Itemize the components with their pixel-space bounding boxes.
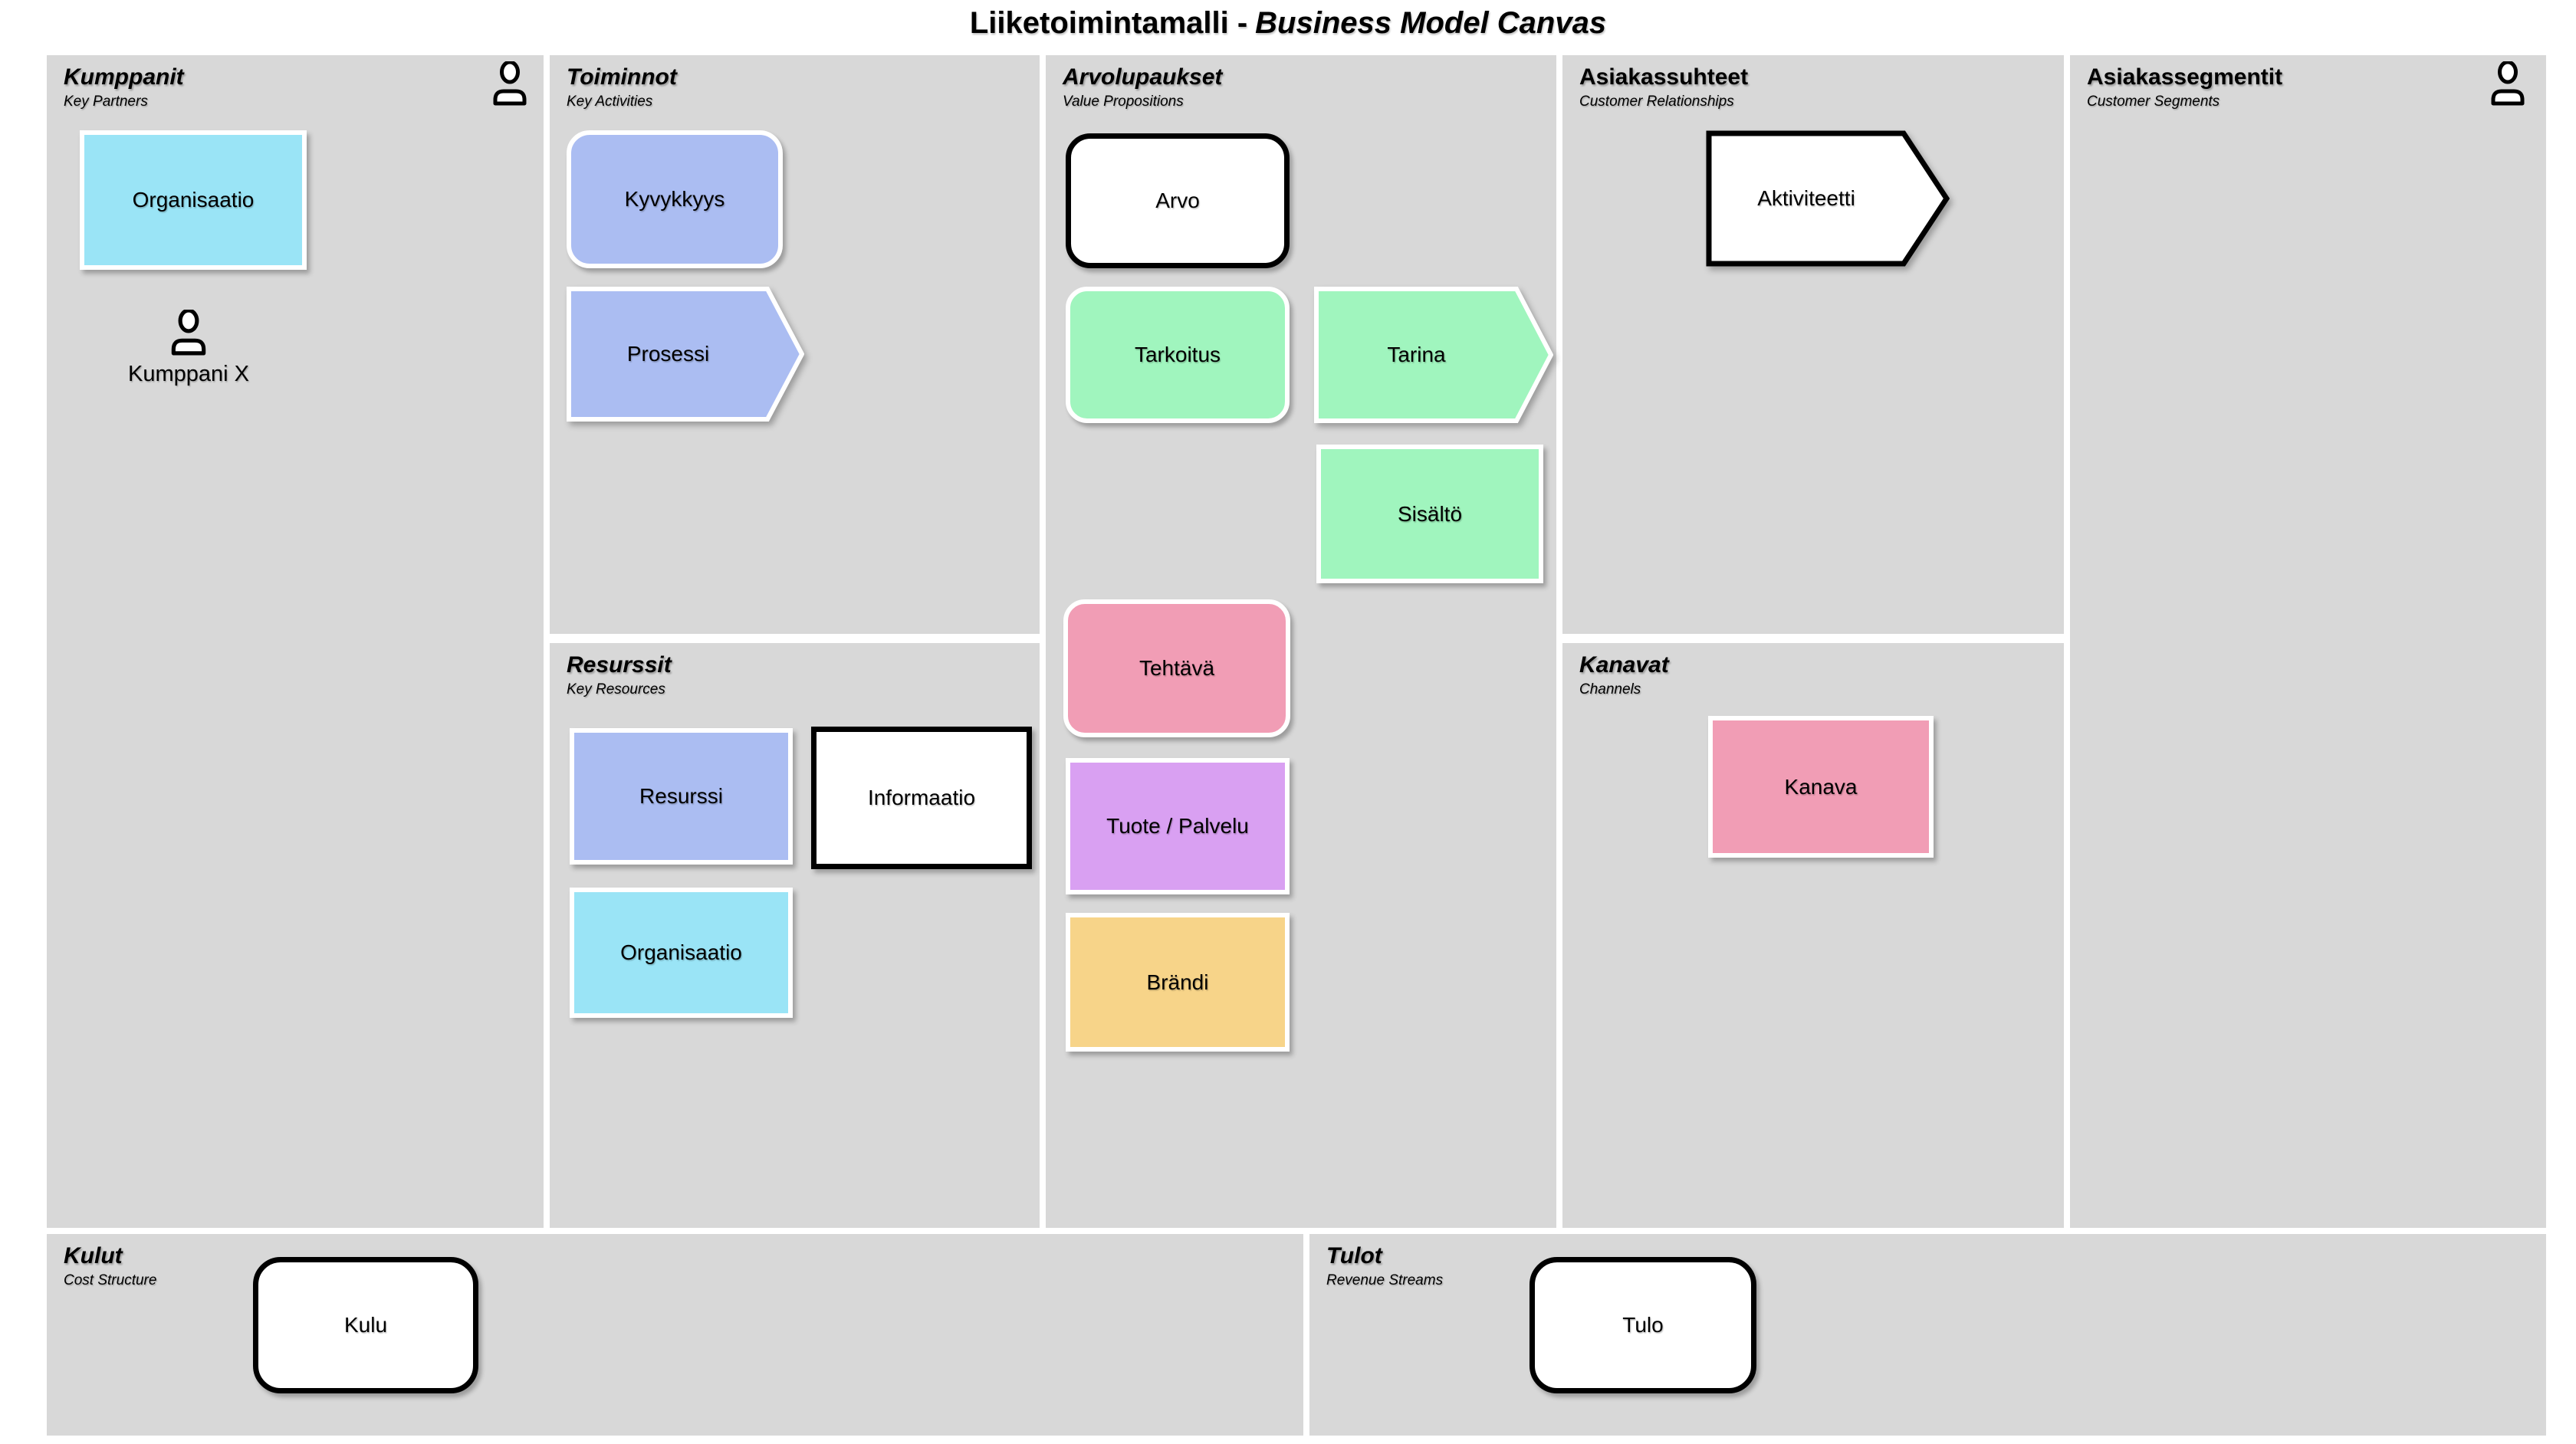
node-tulo[interactable]: Tulo [1530, 1257, 1756, 1393]
node-informaatio[interactable]: Informaatio [811, 727, 1032, 869]
page-title-english: Business Model Canvas [1255, 6, 1607, 40]
section-title-resources: Resurssit [567, 652, 672, 678]
node-kyvykkyys[interactable]: Kyvykkyys [567, 130, 783, 268]
node-resurssi[interactable]: Resurssi [570, 728, 793, 865]
panel-key-activities-header: Toiminnot Key Activities [567, 64, 1040, 110]
section-subtitle-value-propositions: Value Propositions [1063, 93, 1184, 110]
panel-customer-relationships-header: Asiakassuhteet Customer Relationships [1579, 64, 2064, 110]
panel-channels-header: Kanavat Channels [1579, 652, 2064, 698]
person-icon [490, 60, 530, 110]
node-prosessi[interactable]: Prosessi [567, 287, 804, 422]
section-title-partners: Kumppanit [64, 64, 184, 90]
section-subtitle-cost-structure: Cost Structure [64, 1272, 157, 1288]
section-title-customer-segments: Asiakassegmentit [2087, 64, 2283, 90]
section-subtitle-partners: Key Partners [64, 93, 148, 110]
section-title-customer-relationships: Asiakassuhteet [1579, 64, 1749, 90]
panel-key-partners-header: Kumppanit Key Partners [64, 64, 544, 110]
section-subtitle-customer-relationships: Customer Relationships [1579, 93, 1734, 110]
node-kumppani-x-person[interactable] [168, 310, 209, 356]
node-sisalto[interactable]: Sisältö [1316, 445, 1543, 583]
section-subtitle-activities: Key Activities [567, 93, 653, 110]
section-title-activities: Toiminnot [567, 64, 677, 90]
node-arvo[interactable]: Arvo [1066, 133, 1290, 268]
node-tarina[interactable]: Tarina [1314, 287, 1553, 423]
node-tarina-label: Tarina [1387, 343, 1446, 366]
panel-revenue-streams: Tulot Revenue Streams [1309, 1234, 2546, 1436]
section-title-channels: Kanavat [1579, 652, 1669, 678]
node-organisaatio-resource[interactable]: Organisaatio [570, 888, 793, 1018]
section-subtitle-customer-segments: Customer Segments [2087, 93, 2220, 110]
node-tuote-palvelu[interactable]: Tuote / Palvelu [1066, 758, 1290, 894]
panel-customer-segments: Asiakassegmentit Customer Segments [2070, 55, 2546, 1228]
person-icon [168, 310, 209, 356]
panel-value-propositions-header: Arvolupaukset Value Propositions [1063, 64, 1556, 110]
page-title-finnish: Liiketoimintamalli - [969, 6, 1248, 40]
panel-revenue-streams-header: Tulot Revenue Streams [1326, 1243, 2546, 1289]
node-tarkoitus[interactable]: Tarkoitus [1066, 287, 1290, 423]
section-title-cost-structure: Kulut [64, 1243, 123, 1268]
node-kanava[interactable]: Kanava [1708, 716, 1934, 858]
node-aktiviteetti[interactable]: Aktiviteetti [1706, 130, 1950, 267]
section-title-value-propositions: Arvolupaukset [1063, 64, 1223, 90]
section-subtitle-resources: Key Resources [567, 681, 665, 697]
node-aktiviteetti-label: Aktiviteetti [1757, 186, 1855, 210]
node-organisaatio-partner[interactable]: Organisaatio [80, 130, 307, 270]
node-brandi[interactable]: Brändi [1066, 913, 1290, 1052]
node-kulu[interactable]: Kulu [253, 1257, 478, 1393]
section-subtitle-revenue-streams: Revenue Streams [1326, 1272, 1444, 1288]
node-tehtava[interactable]: Tehtävä [1063, 599, 1290, 737]
node-prosessi-label: Prosessi [626, 342, 710, 366]
person-icon [2488, 60, 2528, 110]
panel-cost-structure-header: Kulut Cost Structure [64, 1243, 1303, 1289]
panel-key-resources-header: Resurssit Key Resources [567, 652, 1040, 698]
section-title-revenue-streams: Tulot [1326, 1243, 1382, 1268]
node-kumppani-x-label[interactable]: Kumppani X [128, 362, 249, 386]
section-subtitle-channels: Channels [1579, 681, 1641, 697]
panel-cost-structure: Kulut Cost Structure [47, 1234, 1303, 1436]
panel-customer-segments-header: Asiakassegmentit Customer Segments [2087, 64, 2546, 110]
page-title: Liiketoimintamalli -Business Model Canva… [0, 6, 2576, 41]
